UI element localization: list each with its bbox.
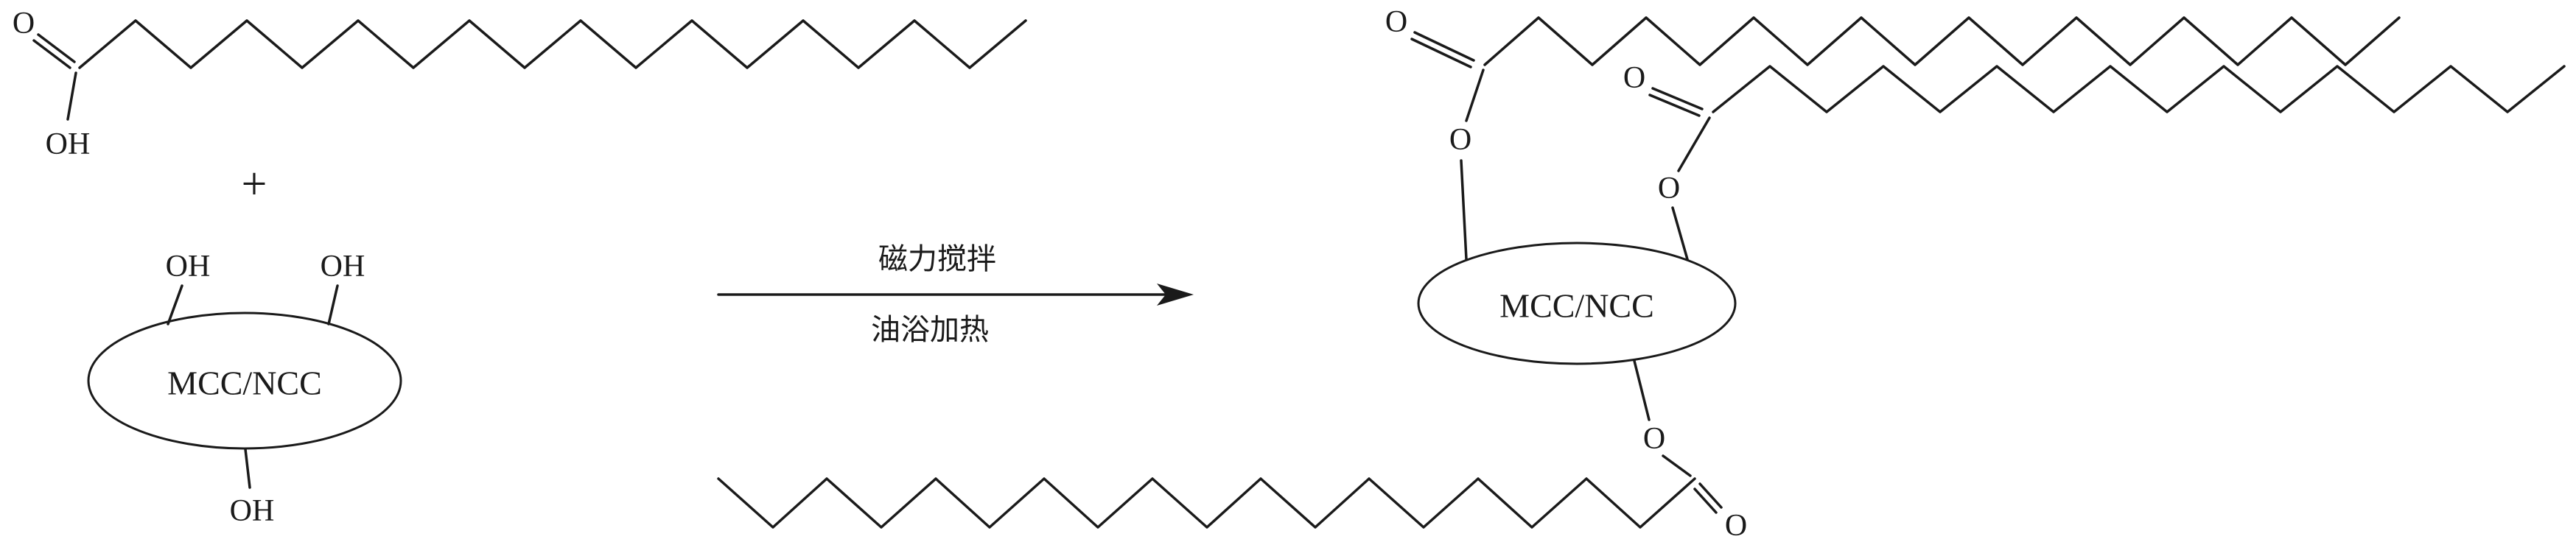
product-structure: MCC/NCC O O O O O O [717,5,2566,543]
hydroxyl-top-left-bond [167,284,183,325]
ester-top-group: O O [1385,5,2401,261]
hydroxyl-top-right-label: OH [321,250,365,284]
acid-carbonyl-double-bond-1 [37,33,76,63]
ester-middle-carbonyl-oxygen-label: O [1623,61,1645,95]
acid-alkyl-chain-zigzag [78,19,1027,69]
product-core-label: MCC/NCC [1499,287,1654,325]
ester-bottom-group: O O [717,359,1747,543]
ester-middle-carbonyl-double-bond-2 [1648,94,1701,117]
ester-top-carbonyl-double-bond-1 [1413,31,1475,62]
ester-bottom-carbonyl-oxygen-label: O [1725,509,1747,543]
ester-top-carbonyl-oxygen-label: O [1385,5,1407,39]
hydroxyl-bottom-label: OH [230,494,275,528]
condition-label-bottom: 油浴加热 [871,313,989,347]
hydroxyl-top-right-bond [327,284,339,325]
acid-carbonyl-oxygen-label: O [13,7,35,41]
acid-hydroxyl-bond [66,71,77,121]
ester-bottom-alkyl-chain-zigzag [717,477,1696,529]
ester-bottom-o-core-bond [1633,359,1651,421]
reaction-arrow-head [1157,284,1194,306]
ester-top-o-core-bond [1460,159,1468,261]
ester-middle-o-core-bond [1671,206,1689,261]
product-core-ellipse [1417,242,1737,365]
ester-top-o-c-bond [1465,68,1485,122]
ester-middle-group: O O [1623,61,2566,261]
cellulose-reactant-core-label: MCC/NCC [167,365,322,402]
cellulose-reactant-structure: MCC/NCC OH OH OH [87,250,402,528]
ester-top-alkyl-chain-zigzag [1483,16,2401,66]
ester-middle-carbonyl-double-bond-1 [1651,87,1704,110]
ester-bottom-o-c-bond [1662,454,1692,477]
ester-middle-o-c-bond [1677,116,1711,172]
hydroxyl-top-left-label: OH [166,250,211,284]
ester-top-carbonyl-double-bond-2 [1410,38,1472,68]
ester-middle-alkyl-chain-zigzag [1712,65,2566,113]
condition-label-top: 磁力搅拌 [878,242,996,276]
ester-bottom-carbonyl-double-bond-2 [1693,488,1718,514]
plus-sign: + [242,159,267,209]
acid-carbonyl-double-bond-2 [32,39,71,69]
stearic-acid-structure: O OH [13,7,1027,161]
ester-middle-oxygen-label: O [1658,172,1680,205]
hydroxyl-bottom-bond [244,448,251,489]
ester-top-oxygen-label: O [1449,123,1471,157]
ester-bottom-oxygen-label: O [1643,422,1665,456]
ester-bottom-carbonyl-double-bond-1 [1698,482,1723,509]
reaction-arrow-group: 磁力搅拌 油浴加热 [717,242,1194,347]
acid-hydroxyl-label: OH [46,127,91,161]
